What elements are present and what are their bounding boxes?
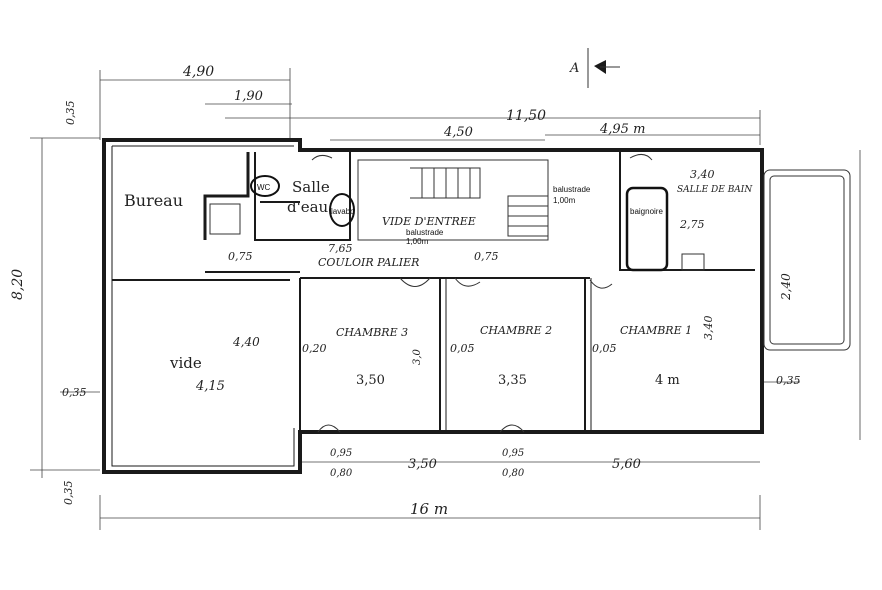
dim-bottom-4: 5,60 (612, 457, 641, 472)
dim-left-margin: 0,35 (62, 386, 87, 399)
room-salle-bain-width: 3,40 (690, 168, 715, 181)
room-chambre-1: CHAMBRE 1 (620, 324, 692, 337)
balustrade-left-height: 1,00m (406, 237, 429, 246)
room-couloir-length: 7,65 (328, 242, 353, 255)
room-chambre-1-width: 4 m (655, 373, 680, 388)
room-salle-bain: SALLE DE BAIN (677, 185, 753, 195)
dim-overall-depth: 8,20 (10, 269, 26, 300)
dim-bottom-1b: 0,80 (330, 468, 353, 479)
dim-right-margin: 0,35 (776, 374, 801, 387)
room-lavabo: lavabo (331, 207, 355, 216)
dim-left: 4,90 (182, 64, 214, 80)
dim-bottom-2: 3,50 (408, 457, 437, 472)
room-vide-depth: 4,40 (232, 335, 260, 349)
dim-stair: 4,50 (443, 125, 473, 140)
room-chambre-3-width: 3,50 (356, 373, 385, 388)
room-salle-eau-2: d'eau (287, 198, 329, 216)
side-dimension-lines (30, 137, 861, 530)
dim-bottom-3: 0,95 (502, 448, 524, 459)
balcony (763, 169, 851, 351)
room-salle-bain-depth: 2,75 (679, 218, 705, 231)
dim-bottom-1: 0,95 (330, 448, 352, 459)
room-vide-entree: VIDE D'ENTREE (382, 215, 476, 228)
dim-balcony: 2,40 (779, 273, 793, 301)
section-label: A (569, 61, 579, 76)
room-chambre-1-depth: 3,40 (702, 316, 715, 341)
room-chambre-2-width: 3,35 (498, 373, 527, 388)
interior-walls (112, 152, 755, 433)
room-chambre-3-gap: 0,20 (302, 342, 327, 355)
room-chambre-2-gap: 0,05 (450, 342, 475, 355)
room-salle-eau-1: Salle (292, 178, 330, 196)
dim-margin-bottom: 0,35 (62, 481, 75, 506)
room-couloir-width-right: 0,75 (474, 250, 499, 263)
room-vide-width: 4,15 (195, 379, 225, 394)
balustrade-right: balustrade (553, 185, 591, 194)
lavabo-fixture (329, 193, 355, 227)
room-vide: vide (169, 354, 202, 372)
room-couloir-width-left: 0,75 (228, 250, 253, 263)
dim-bottom-3b: 0,80 (502, 468, 525, 479)
dim-margin-top: 0,35 (64, 101, 77, 126)
section-marker: A (569, 48, 620, 88)
room-baignoire: baignoire (630, 207, 663, 216)
dim-left-inner: 1,90 (234, 89, 263, 104)
room-couloir: COULOIR PALIER (318, 256, 419, 269)
exterior-walls (102, 138, 764, 474)
room-chambre-2: CHAMBRE 2 (480, 324, 552, 337)
room-wc: WC (257, 183, 271, 192)
balustrade-right-height: 1,00m (553, 196, 576, 205)
balustrade-left: balustrade (406, 228, 444, 237)
top-dimension-lines (99, 68, 761, 145)
bathtub-fixture (625, 186, 669, 272)
dim-right: 4,95 m (599, 122, 645, 137)
wc-fixture (250, 175, 280, 197)
dim-center: 11,50 (506, 108, 546, 124)
dim-overall-width: 16 m (410, 500, 448, 518)
room-chambre-1-gap: 0,05 (592, 342, 617, 355)
room-chambre-3-depth: 3,0 (412, 348, 423, 365)
room-bureau: Bureau (124, 191, 183, 210)
room-chambre-3: CHAMBRE 3 (336, 326, 408, 339)
